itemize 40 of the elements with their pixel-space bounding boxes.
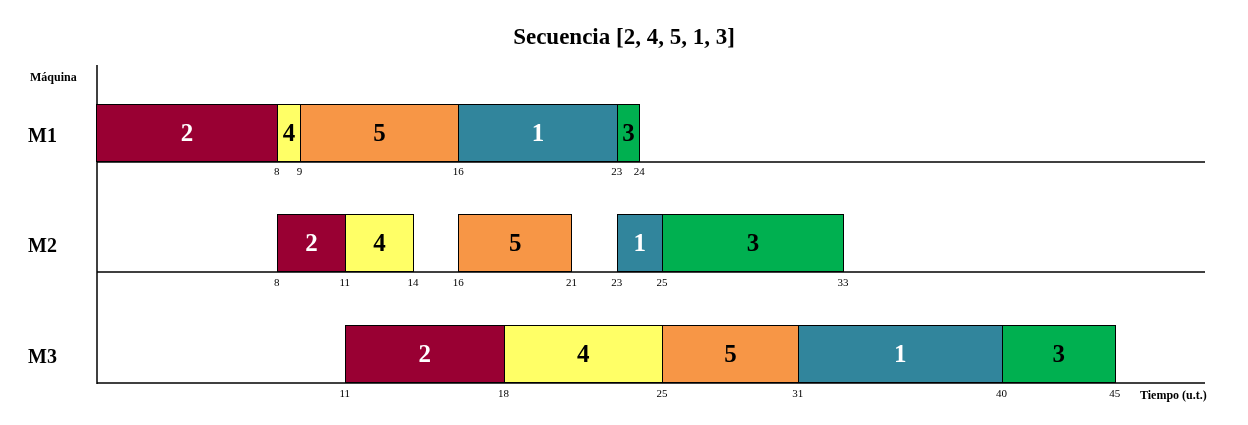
task-bar: 4 <box>503 325 663 383</box>
machine-label: M1 <box>28 124 57 147</box>
task-bar: 4 <box>345 214 414 272</box>
task-bar: 2 <box>96 104 279 162</box>
chart-title: Secuencia [2, 4, 5, 1, 3] <box>512 24 736 50</box>
task-bar: 5 <box>458 214 573 272</box>
task-bar: 2 <box>345 325 505 383</box>
tick-label: 16 <box>452 276 464 288</box>
tick-label: 11 <box>339 387 351 399</box>
tick-label: 8 <box>274 276 280 288</box>
task-bar: 1 <box>616 214 663 272</box>
tick-label: 24 <box>633 165 645 177</box>
tick-label: 16 <box>452 165 464 177</box>
task-bar: 5 <box>299 104 460 162</box>
task-bar: 1 <box>797 325 1003 383</box>
tick-label: 14 <box>407 276 419 288</box>
task-bar: 2 <box>277 214 346 272</box>
tick-label: 25 <box>656 387 668 399</box>
tick-label: 18 <box>498 387 509 399</box>
tick-label: 8 <box>274 165 280 177</box>
task-bar: 3 <box>616 104 641 162</box>
task-bar: 3 <box>662 214 845 272</box>
task-bar: 1 <box>458 104 618 162</box>
tick-label: 25 <box>656 276 668 288</box>
tick-label: 21 <box>565 276 577 288</box>
tick-label: 45 <box>1109 387 1121 399</box>
task-bar: 5 <box>662 325 799 383</box>
tick-label: 33 <box>837 276 849 288</box>
tick-label: 40 <box>996 387 1008 399</box>
task-bar: 4 <box>277 104 301 162</box>
machine-label: M3 <box>28 345 57 368</box>
axis-title: Tiempo (u.t.) <box>1140 388 1207 403</box>
task-bar: 3 <box>1001 325 1116 383</box>
tick-label: 11 <box>339 276 351 288</box>
axis-title: Máquina <box>30 70 77 85</box>
tick-label: 31 <box>792 387 804 399</box>
machine-label: M2 <box>28 234 57 257</box>
tick-label: 23 <box>611 276 623 288</box>
tick-label: 23 <box>611 165 623 177</box>
tick-label: 9 <box>296 165 303 177</box>
